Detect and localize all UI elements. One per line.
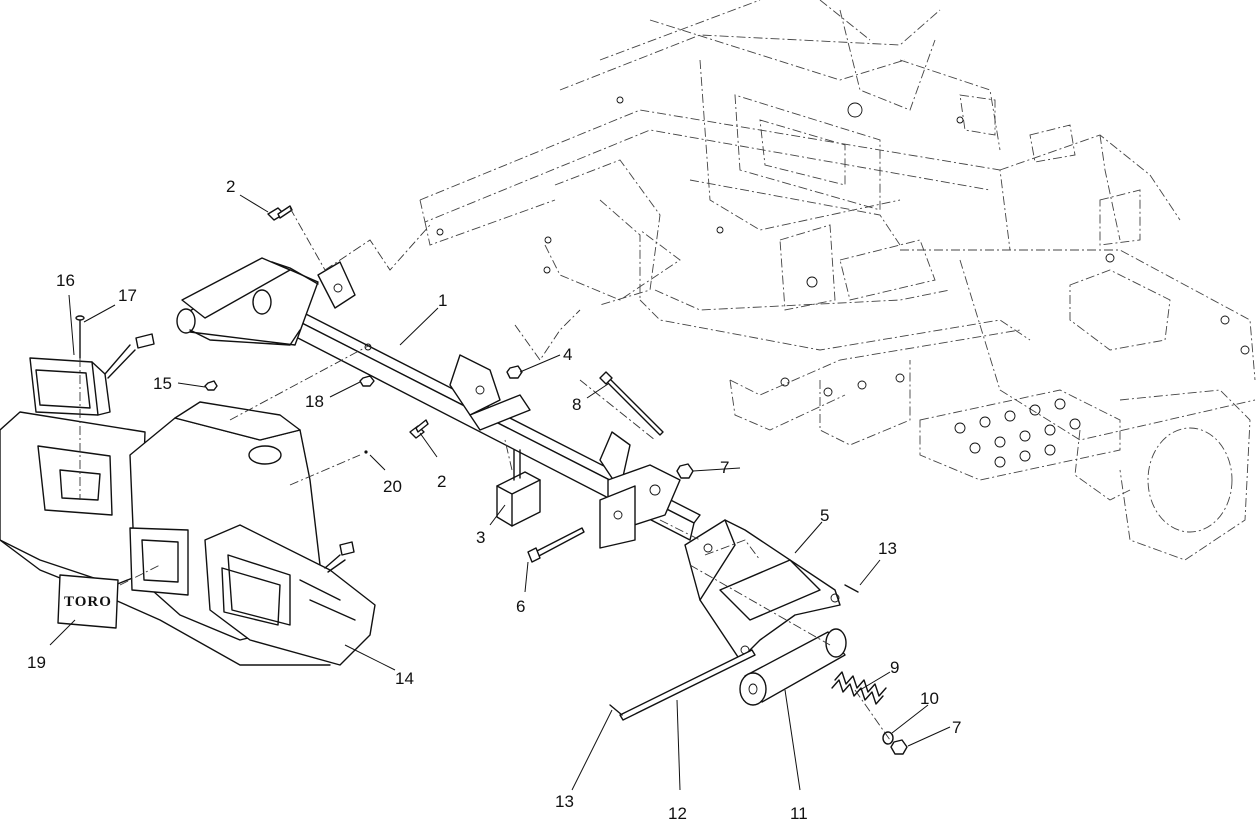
callout-14: 14 — [395, 669, 414, 688]
phantom-alignment-lines — [79, 207, 891, 741]
long-bolt — [527, 527, 585, 563]
callout-13-upper: 13 — [878, 539, 897, 558]
callout-1: 1 — [438, 291, 447, 310]
roller — [739, 628, 847, 706]
leader-lines — [49, 194, 951, 791]
callout-10: 10 — [920, 689, 939, 708]
mower-chassis-frame — [419, 0, 1256, 561]
callout-13-lower: 13 — [555, 792, 574, 811]
fasteners — [75, 205, 908, 755]
part-20-point — [364, 450, 368, 454]
callout-15: 15 — [153, 374, 172, 393]
callout-9: 9 — [890, 658, 899, 677]
upper-roller-assembly — [176, 257, 319, 346]
callout-2-upper: 2 — [226, 177, 235, 196]
callout-8: 8 — [572, 395, 581, 414]
washer-10 — [882, 731, 894, 745]
frame-holes — [436, 96, 1250, 397]
compression-spring — [831, 671, 887, 705]
callout-16: 16 — [56, 271, 75, 290]
footrest-holes — [954, 398, 1081, 468]
callout-6: 6 — [516, 597, 525, 616]
left-headlight — [29, 333, 155, 416]
callout-3: 3 — [476, 528, 485, 547]
logo-text: TORO — [64, 594, 112, 610]
toro-logo-decal: TORO — [57, 574, 119, 629]
callout-19: 19 — [27, 653, 46, 672]
nut-7-upper — [676, 463, 694, 479]
callout-5: 5 — [820, 506, 829, 525]
callout-7-lower: 7 — [952, 718, 961, 737]
nut-4 — [506, 365, 523, 379]
nut-15 — [204, 380, 218, 391]
rubber-bumper — [496, 449, 541, 527]
right-bar-bracket — [599, 431, 681, 549]
front-housing — [0, 401, 376, 666]
nut-7-lower — [890, 739, 908, 755]
callout-18: 18 — [305, 392, 324, 411]
center-mount-bracket — [449, 354, 531, 431]
bolt-8 — [599, 371, 664, 436]
callout-17: 17 — [118, 286, 137, 305]
callout-20: 20 — [383, 477, 402, 496]
callout-labels: 1 2 2 3 4 5 6 7 7 8 9 10 11 12 13 13 14 … — [27, 177, 961, 823]
callout-7-upper: 7 — [720, 458, 729, 477]
callout-4: 4 — [563, 345, 572, 364]
nut-18 — [359, 375, 375, 387]
callout-11: 11 — [790, 804, 808, 823]
cotter-pin-13-lower — [609, 704, 623, 716]
callout-12: 12 — [668, 804, 687, 823]
roller-pin — [619, 649, 756, 721]
callout-2-lower: 2 — [437, 472, 446, 491]
cotter-pin-13-upper — [844, 584, 859, 593]
bar-end-bracket — [317, 261, 356, 309]
roller-bracket-arm — [684, 519, 841, 661]
